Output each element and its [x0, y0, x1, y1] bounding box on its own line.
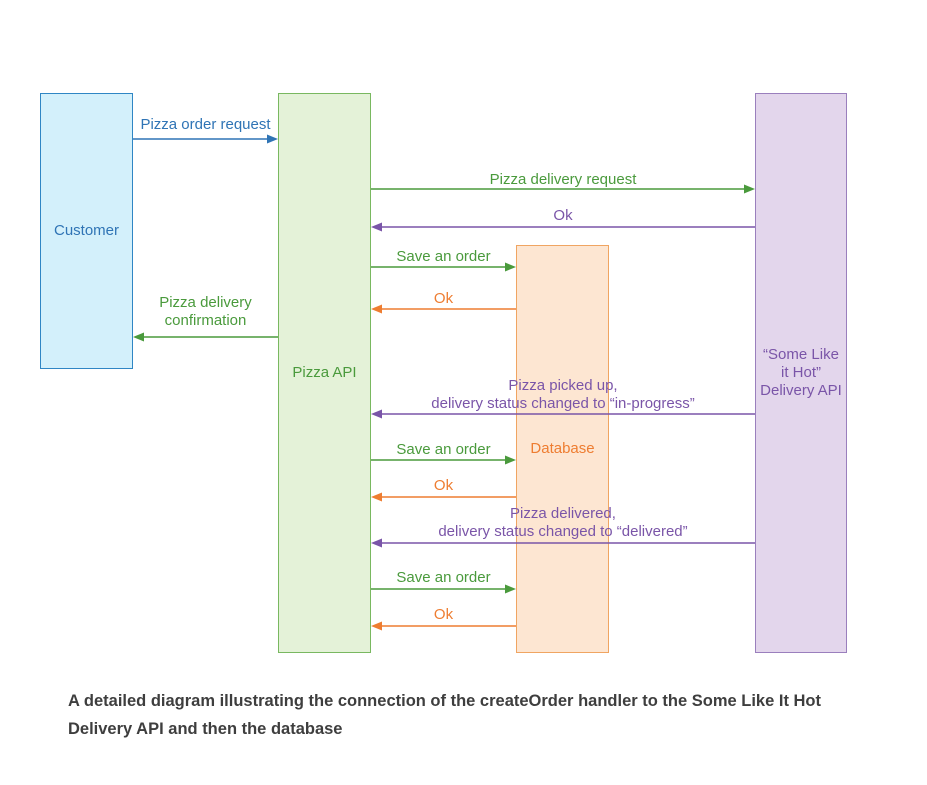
message-arrow-head [505, 262, 516, 272]
message-label: Ok [433, 606, 454, 623]
message-label: Ok [433, 290, 454, 307]
message-arrow [371, 184, 755, 194]
message-arrow [371, 409, 755, 419]
message-arrow [371, 222, 755, 232]
message-arrow [371, 304, 516, 314]
message-arrow [371, 584, 516, 594]
message-label: Pizza picked up, delivery status changed… [431, 377, 695, 412]
message-label: Save an order [396, 441, 491, 458]
message-arrow-head [267, 134, 278, 144]
delivery-api-actor: “Some Like it Hot” Delivery API [755, 93, 847, 653]
message-arrow [371, 538, 755, 548]
message-arrow [371, 455, 516, 465]
message-arrow-head [371, 304, 382, 314]
message-label: Pizza order request [140, 116, 271, 133]
message-label: Ok [553, 207, 573, 224]
message-arrow [371, 492, 516, 502]
pizza-api-actor: Pizza API [278, 93, 371, 653]
message-label: Pizza delivery confirmation [159, 294, 252, 329]
message-arrow [133, 134, 278, 144]
message-arrow-head [371, 222, 382, 232]
customer-label: Customer [53, 222, 120, 239]
message-arrow-head [505, 455, 516, 465]
message-arrow [371, 621, 516, 631]
message-arrow [371, 262, 516, 272]
message-label: Pizza delivered, delivery status changed… [438, 505, 688, 540]
database-actor: Database [516, 245, 609, 653]
database-label: Database [530, 440, 595, 457]
pizza-api-label: Pizza API [292, 364, 357, 381]
message-label: Save an order [396, 569, 491, 586]
message-arrow-head [133, 332, 144, 342]
message-arrow-head [371, 621, 382, 631]
message-arrow-head [371, 492, 382, 502]
message-arrow-head [371, 538, 382, 548]
message-arrow-head [371, 409, 382, 419]
message-arrow-head [505, 584, 516, 594]
message-label: Pizza delivery request [489, 171, 637, 188]
figure-caption: A detailed diagram illustrating the conn… [68, 692, 822, 738]
customer-actor: Customer [40, 93, 133, 369]
message-label: Save an order [396, 248, 491, 265]
message-arrow-head [744, 184, 755, 194]
message-label: Ok [433, 477, 454, 494]
message-arrow [133, 332, 278, 342]
delivery-api-label: “Some Like it Hot” Delivery API [760, 346, 842, 399]
